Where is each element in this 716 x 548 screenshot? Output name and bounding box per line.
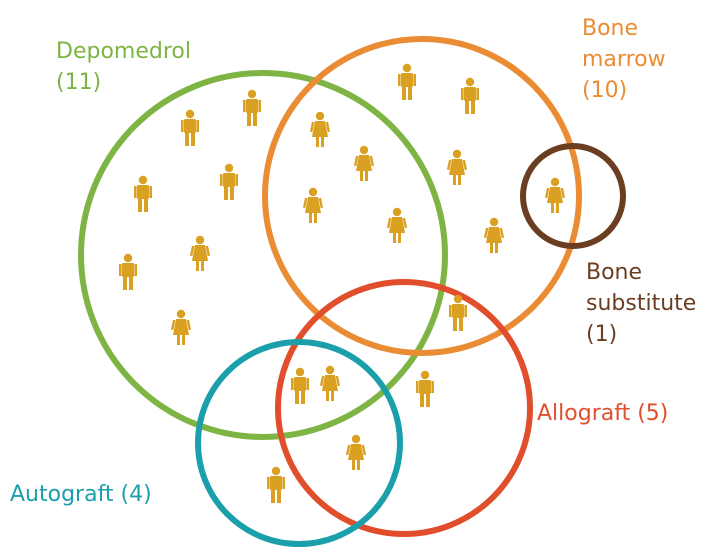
male-person-icon: [449, 294, 467, 331]
female-person-icon: [170, 309, 192, 345]
label-depomedrol-line-1: Depomedrol: [56, 39, 191, 64]
label-bone-marrow-line-2: marrow: [582, 47, 666, 72]
label-autograft-line-1: Autograft (4): [10, 482, 152, 507]
label-depomedrol-line-2: (11): [56, 70, 102, 95]
label-allograft-line-1: Allograft (5): [537, 401, 669, 426]
label-depomedrol: Depomedrol (11): [56, 36, 191, 98]
label-allograft: Allograft (5): [537, 398, 668, 429]
female-person-icon: [319, 365, 341, 401]
male-person-icon: [267, 466, 285, 503]
female-person-icon: [302, 187, 324, 223]
circle-bone-substitute: [520, 143, 626, 249]
label-bone-substitute: Bone substitute (1): [586, 257, 696, 350]
circle-depomedrol: [78, 70, 448, 440]
label-bone-marrow-line-1: Bone: [582, 16, 639, 41]
male-person-icon: [291, 367, 309, 404]
male-person-icon: [398, 63, 416, 100]
circle-bone-marrow: [262, 36, 582, 356]
label-bone-substitute-line-1: Bone: [586, 260, 643, 285]
label-bone-substitute-line-3: (1): [586, 322, 618, 347]
male-person-icon: [416, 370, 434, 407]
female-person-icon: [309, 111, 331, 147]
female-person-icon: [386, 207, 408, 243]
female-person-icon: [189, 235, 211, 271]
female-person-icon: [345, 434, 367, 470]
male-person-icon: [119, 253, 137, 290]
male-person-icon: [220, 163, 238, 200]
label-bone-marrow-line-3: (10): [582, 78, 628, 103]
male-person-icon: [181, 109, 199, 146]
label-autograft: Autograft (4): [10, 479, 152, 510]
female-person-icon: [544, 177, 566, 213]
female-person-icon: [446, 149, 468, 185]
label-bone-marrow: Bone marrow (10): [582, 13, 666, 106]
female-person-icon: [483, 217, 505, 253]
circle-allograft: [275, 279, 533, 537]
male-person-icon: [461, 77, 479, 114]
female-person-icon: [353, 145, 375, 181]
male-person-icon: [134, 175, 152, 212]
circle-autograft: [195, 339, 403, 547]
male-person-icon: [243, 89, 261, 126]
label-bone-substitute-line-2: substitute: [586, 291, 697, 316]
